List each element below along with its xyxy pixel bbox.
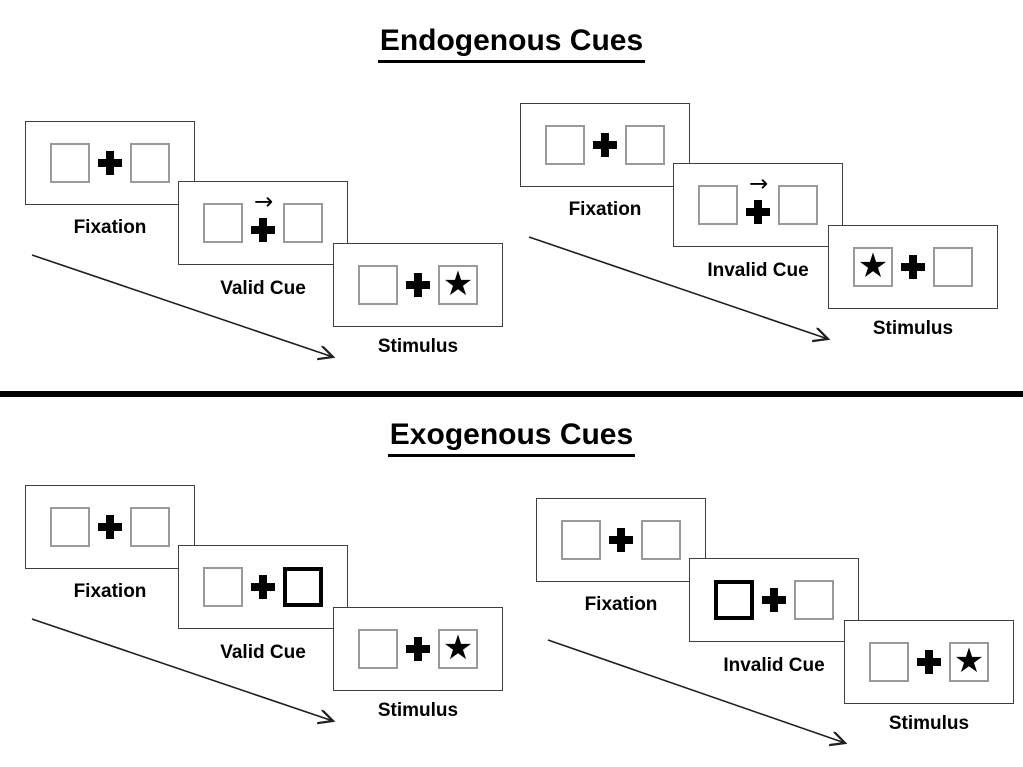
time-arrow [547, 639, 866, 757]
exogenous-section-title: Exogenous Cues [0, 418, 1023, 457]
fixation-cross-wrap [406, 273, 430, 297]
fixation-cross-icon [406, 273, 430, 297]
star-stimulus-box: ★ [438, 629, 478, 669]
stimulus-card: ★ [828, 225, 998, 309]
fixation-cross-icon [98, 151, 122, 175]
fixation-cross-icon [901, 255, 925, 279]
cue-label: Invalid Cue [707, 260, 809, 281]
cue-card: → [673, 163, 843, 247]
panel-endogenous-invalid: Fixation → Invalid Cue ★ Stimulus [520, 103, 1020, 368]
fixation-cross-icon [251, 218, 275, 242]
left-placeholder-box [561, 520, 601, 560]
fixation-cross-icon [406, 637, 430, 661]
star-stimulus-box: ★ [438, 265, 478, 305]
cue-arrow-right-icon: → [749, 171, 769, 197]
fixation-cross-wrap [901, 255, 925, 279]
left-placeholder-box [698, 185, 738, 225]
left-placeholder-box [50, 143, 90, 183]
endogenous-section-title: Endogenous Cues [0, 24, 1023, 63]
time-arrow [528, 236, 850, 354]
right-placeholder-box [778, 185, 818, 225]
fixation-cross-icon [746, 200, 770, 224]
left-placeholder-box [203, 203, 243, 243]
fixation-card [25, 485, 195, 569]
fixation-cross-wrap [406, 637, 430, 661]
fixation-label: Fixation [73, 581, 147, 602]
fixation-cross-wrap [593, 133, 617, 157]
left-placeholder-box [869, 642, 909, 682]
panel-exogenous-invalid: Fixation Invalid Cue ★ Stimulus [536, 498, 1023, 763]
right-placeholder-box [625, 125, 665, 165]
fixation-cross-icon [609, 528, 633, 552]
right-placeholder-box [794, 580, 834, 620]
right-placeholder-box [130, 143, 170, 183]
cue-label: Valid Cue [220, 278, 306, 299]
fixation-card [520, 103, 690, 187]
fixation-cross-wrap [98, 515, 122, 539]
fixation-card [536, 498, 706, 582]
fixation-cross-wrap [251, 575, 275, 599]
left-placeholder-box [358, 629, 398, 669]
star-stimulus-box: ★ [853, 247, 893, 287]
star-icon: ★ [953, 640, 985, 681]
fixation-cross-icon [593, 133, 617, 157]
fixation-cross-icon [917, 650, 941, 674]
right-placeholder-box [283, 203, 323, 243]
exogenous-title-text: Exogenous Cues [387, 418, 636, 457]
fixation-cross-wrap [98, 151, 122, 175]
right-placeholder-box [933, 247, 973, 287]
cue-card [689, 558, 859, 642]
stimulus-label: Stimulus [377, 336, 459, 357]
cue-card: → [178, 181, 348, 265]
stimulus-label: Stimulus [872, 318, 954, 339]
left-placeholder-box [203, 567, 243, 607]
fixation-cross-wrap: → [251, 191, 275, 242]
fixation-cross-icon [98, 515, 122, 539]
left-placeholder-box [50, 507, 90, 547]
endogenous-title-text: Endogenous Cues [377, 24, 646, 63]
panel-endogenous-valid: Fixation → Valid Cue ★ Stimulus [25, 121, 525, 386]
cue-highlight-box [714, 580, 754, 620]
star-icon: ★ [857, 245, 889, 286]
time-arrow [31, 618, 355, 736]
fixation-cross-wrap [609, 528, 633, 552]
cue-highlight-box [283, 567, 323, 607]
cue-label: Invalid Cue [723, 655, 825, 676]
right-placeholder-box [130, 507, 170, 547]
section-divider [0, 391, 1023, 397]
stimulus-label: Stimulus [377, 700, 459, 721]
fixation-card [25, 121, 195, 205]
fixation-label: Fixation [568, 199, 642, 220]
stimulus-label: Stimulus [888, 713, 970, 734]
time-arrow [31, 254, 355, 372]
left-placeholder-box [545, 125, 585, 165]
cue-label: Valid Cue [220, 642, 306, 663]
fixation-cross-icon [762, 588, 786, 612]
right-placeholder-box [641, 520, 681, 560]
fixation-label: Fixation [584, 594, 658, 615]
star-icon: ★ [442, 627, 474, 668]
star-icon: ★ [442, 263, 474, 304]
fixation-cross-wrap [762, 588, 786, 612]
cue-arrow-right-icon: → [254, 189, 274, 215]
stimulus-card: ★ [333, 243, 503, 327]
star-stimulus-box: ★ [949, 642, 989, 682]
cue-card [178, 545, 348, 629]
fixation-cross-icon [251, 575, 275, 599]
stimulus-card: ★ [333, 607, 503, 691]
left-placeholder-box [358, 265, 398, 305]
fixation-label: Fixation [73, 217, 147, 238]
stimulus-card: ★ [844, 620, 1014, 704]
fixation-cross-wrap [917, 650, 941, 674]
fixation-cross-wrap: → [746, 173, 770, 224]
panel-exogenous-valid: Fixation Valid Cue ★ Stimulus [25, 485, 525, 750]
